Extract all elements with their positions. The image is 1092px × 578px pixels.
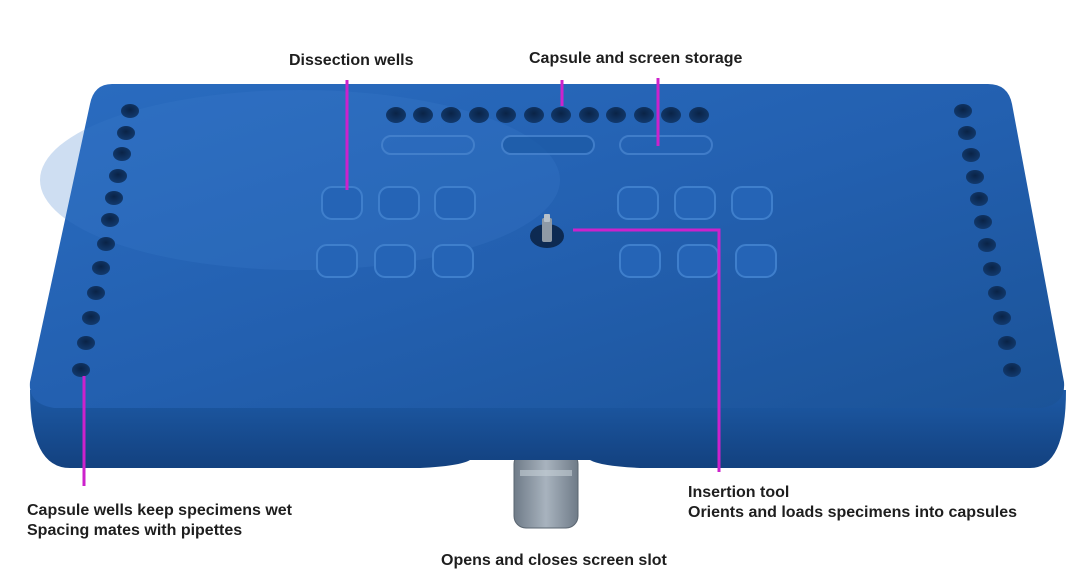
insertion-tool <box>530 214 564 248</box>
label-insertion-tool: Insertion tool Orients and loads specime… <box>688 483 1017 523</box>
insertion-tool-line-2: Orients and loads specimens into capsule… <box>688 504 1017 521</box>
capsule-wells-line-2: Spacing mates with pipettes <box>27 522 243 539</box>
capsule-storage-holes <box>386 107 709 123</box>
label-dissection-wells: Dissection wells <box>289 52 414 69</box>
label-capsule-wells: Capsule wells keep specimens wet Spacing… <box>27 501 292 541</box>
screen-storage-slots <box>381 135 713 155</box>
dissection-wells <box>316 186 777 278</box>
label-capsule-screen-storage: Capsule and screen storage <box>529 50 743 67</box>
callout-lines <box>82 78 721 486</box>
right-capsule-wells <box>954 104 1021 377</box>
screen-slot-tab <box>513 451 579 529</box>
block-side <box>30 390 1066 468</box>
insertion-tool-line-1: Insertion tool <box>688 484 790 501</box>
capsule-wells-line-1: Capsule wells keep specimens wet <box>27 502 293 519</box>
left-capsule-wells <box>72 104 139 377</box>
label-screen-slot: Opens and closes screen slot <box>441 552 667 569</box>
